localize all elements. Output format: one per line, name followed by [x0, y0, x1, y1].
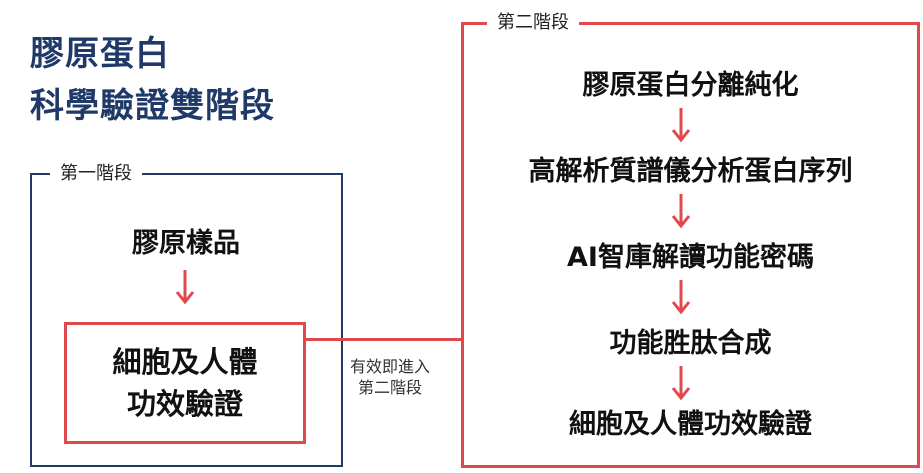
arrow-down-icon — [671, 108, 691, 143]
stage-1-box — [30, 173, 343, 467]
stage-2-step: 膠原蛋白分離純化 — [582, 70, 799, 101]
stage-1-efficacy-box: 細胞及人體 功效驗證 — [64, 322, 306, 444]
stage-connector-label: 有效即進入 第二階段 — [330, 356, 450, 398]
stage-1-sample: 膠原樣品 — [132, 228, 240, 259]
connector-line-2: 第二階段 — [357, 378, 422, 397]
title-line-1: 膠原蛋白 — [30, 34, 170, 74]
arrow-down-icon — [671, 194, 691, 229]
stage-2-step: 高解析質譜儀分析蛋白序列 — [528, 156, 853, 187]
arrow-down-icon — [671, 280, 691, 315]
stage-2-box — [461, 22, 920, 468]
diagram-title: 膠原蛋白 科學驗證雙階段 — [30, 28, 275, 132]
title-line-2: 科學驗證雙階段 — [30, 86, 275, 126]
arrow-down-icon — [671, 366, 691, 401]
stage-1-test-line-2: 功效驗證 — [126, 387, 243, 421]
stage-2-step: 細胞及人體功效驗證 — [569, 409, 812, 440]
connector-line-1: 有效即進入 — [349, 357, 430, 376]
stage-1-label: 第一階段 — [50, 163, 142, 185]
stage-2-step: 功能胜肽合成 — [609, 328, 772, 359]
stage-2-step: AI智庫解讀功能密碼 — [567, 242, 814, 273]
stage-connector-line — [306, 338, 464, 341]
stage-2-label: 第二階段 — [487, 12, 579, 34]
arrow-down-icon — [175, 270, 195, 305]
stage-1-test-line-1: 細胞及人體 — [112, 345, 258, 379]
